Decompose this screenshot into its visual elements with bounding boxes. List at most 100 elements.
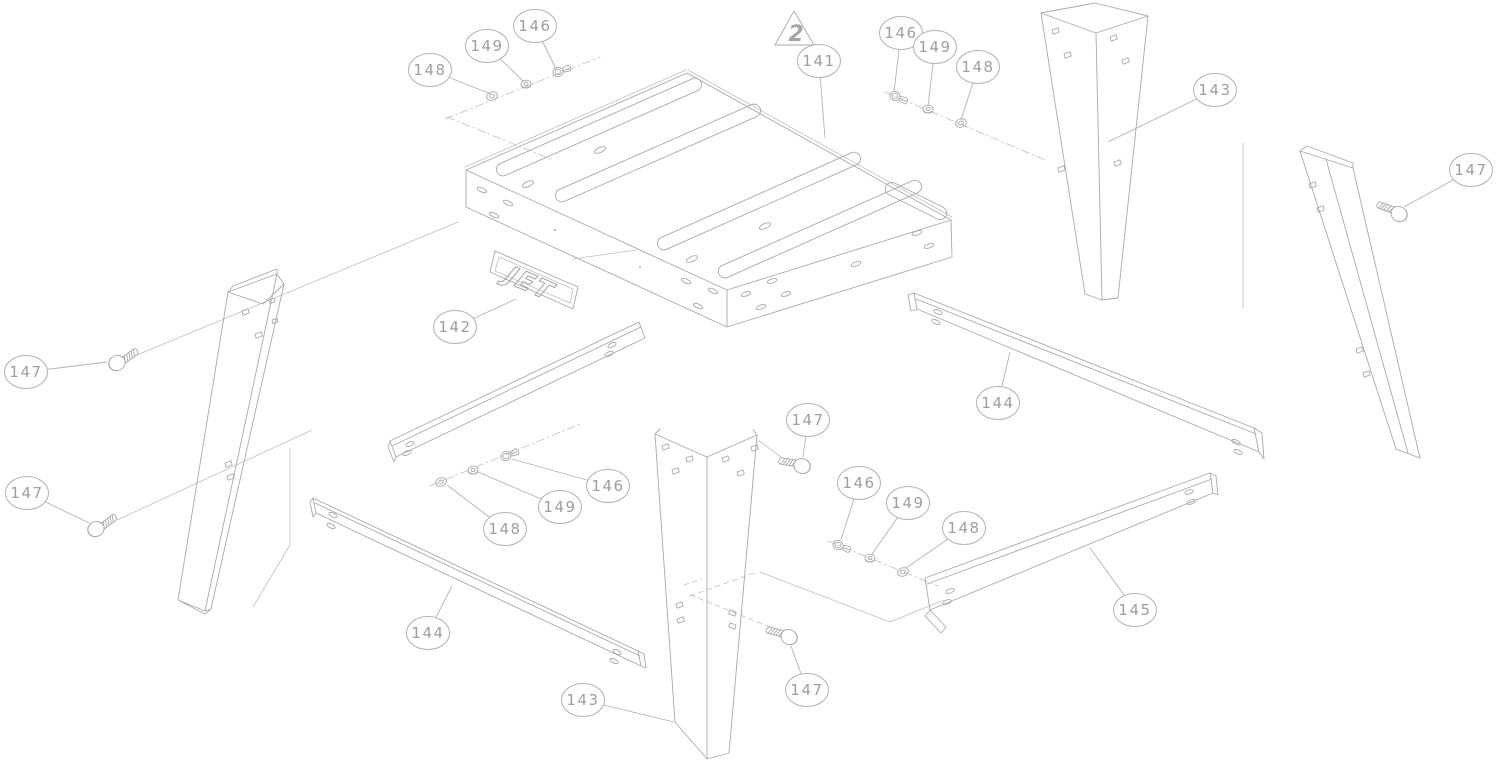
callout-143: 143 xyxy=(1107,73,1237,143)
washer-148 xyxy=(485,89,499,103)
callout-label: 145 xyxy=(1118,601,1151,619)
callout-label: 143 xyxy=(1198,81,1231,99)
rail-hole xyxy=(402,449,412,457)
hole xyxy=(593,146,607,154)
leg-holes xyxy=(224,297,279,481)
bolt-147 xyxy=(777,449,814,477)
side-slot xyxy=(476,186,488,194)
part-rail-bottom-right xyxy=(924,472,1219,634)
panel-edge-highlight xyxy=(464,69,953,218)
callout-balloon xyxy=(1193,73,1237,107)
axis-line xyxy=(429,423,581,487)
part-leg-center xyxy=(654,428,759,760)
axis-line xyxy=(446,116,554,161)
callout-label: 141 xyxy=(802,52,835,70)
bolt-147 xyxy=(105,346,142,374)
callout-147: 147 xyxy=(785,645,829,707)
rail-hole xyxy=(1184,489,1194,495)
hole xyxy=(521,180,535,188)
callout-149: 149 xyxy=(465,29,525,83)
callout-145: 145 xyxy=(1089,547,1157,627)
callout-balloon xyxy=(586,469,630,503)
screw-146 xyxy=(830,538,853,555)
callout-label: 148 xyxy=(961,58,994,76)
part-leg-right xyxy=(1299,145,1421,459)
side-slot xyxy=(502,199,514,207)
panel-outline xyxy=(465,72,953,328)
part-rail-bottom-left xyxy=(309,497,647,669)
callout-label: 144 xyxy=(981,394,1014,412)
rail-hole xyxy=(933,309,943,315)
bolt-axis-line xyxy=(116,429,313,521)
callout-label: 148 xyxy=(947,519,980,537)
slot xyxy=(884,181,948,221)
callout-148: 148 xyxy=(905,511,986,569)
callout-147: 147 xyxy=(5,476,90,524)
callout-148: 148 xyxy=(408,53,492,95)
rail-hole xyxy=(609,657,619,665)
callout-144: 144 xyxy=(406,585,453,650)
part-leg-top-right xyxy=(1040,2,1149,301)
callout-balloon xyxy=(1449,153,1493,187)
callout-label: 147 xyxy=(791,411,824,429)
step-triangle-marker: 2 xyxy=(774,10,815,47)
plate-attach-line xyxy=(572,249,637,260)
hardware-bolts xyxy=(84,194,1411,648)
callout-148: 148 xyxy=(446,484,527,546)
callout-balloon xyxy=(433,310,477,344)
callout-balloon xyxy=(408,53,452,87)
plate-inner-border xyxy=(494,256,574,304)
callout-147: 147 xyxy=(1403,153,1493,208)
phantom-outline xyxy=(252,447,291,608)
bolt-axis-line xyxy=(136,221,459,356)
slot xyxy=(495,77,703,177)
callout-label: 149 xyxy=(543,498,576,516)
construction-lines xyxy=(116,56,1244,628)
screw-146 xyxy=(887,89,910,107)
panel-slots xyxy=(495,77,948,279)
part-rail-right xyxy=(907,292,1265,460)
callout-label: 143 xyxy=(566,691,599,709)
slot xyxy=(717,179,922,279)
callout-balloon xyxy=(4,355,48,389)
side-slot xyxy=(680,277,692,285)
nut-149 xyxy=(467,465,479,475)
callout-balloon xyxy=(5,476,49,510)
bolt-axis-line xyxy=(757,439,782,458)
leg-holes xyxy=(1308,181,1371,378)
rail-hole xyxy=(1231,439,1241,445)
side-slot xyxy=(850,261,862,267)
callout-balloon xyxy=(786,403,830,437)
callout-balloon xyxy=(483,512,527,546)
panel-holes xyxy=(521,146,772,268)
screw-146 xyxy=(499,446,521,463)
rail-hole xyxy=(604,350,614,358)
callout-146: 146 xyxy=(511,458,630,503)
callout-balloon xyxy=(837,466,881,500)
leg-outline xyxy=(1040,2,1149,301)
nut-149 xyxy=(922,104,934,114)
side-slot xyxy=(707,287,719,295)
plate-outline xyxy=(489,250,579,310)
rail-hole xyxy=(1233,449,1243,455)
washer-148 xyxy=(434,475,448,489)
rail-hole xyxy=(945,588,955,594)
rail-hole xyxy=(931,319,941,325)
callout-147: 147 xyxy=(786,403,830,458)
axis-line xyxy=(444,56,601,120)
callout-balloon xyxy=(513,9,557,43)
callout-balloon xyxy=(406,616,450,650)
leg-holes xyxy=(661,443,759,630)
side-slot xyxy=(740,291,752,297)
callout-label: 147 xyxy=(790,681,823,699)
callout-149: 149 xyxy=(871,486,930,555)
leg-outline xyxy=(654,428,758,760)
side-slot xyxy=(755,304,767,310)
bolt-147 xyxy=(1374,194,1411,226)
rail-hole xyxy=(326,522,336,530)
callout-label: 142 xyxy=(438,318,471,336)
callout-label: 147 xyxy=(1454,161,1487,179)
callout-label: 149 xyxy=(470,37,503,55)
phantom-outline xyxy=(759,571,945,623)
